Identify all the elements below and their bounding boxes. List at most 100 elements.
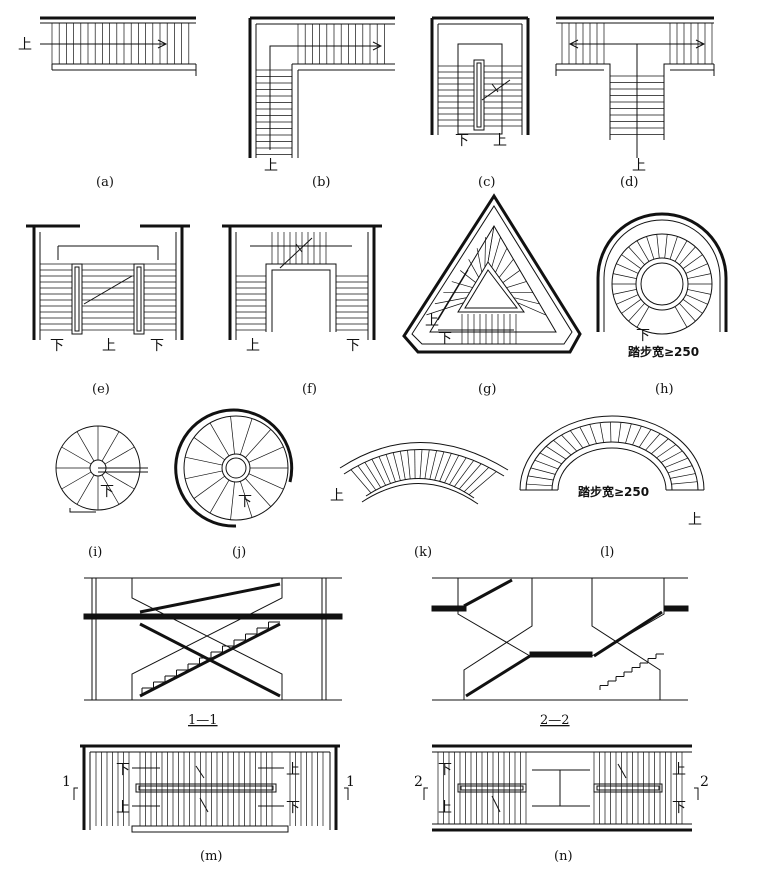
tread-line <box>434 451 445 481</box>
caption-l: (l) <box>600 545 614 560</box>
plan-n-scissor-stair: 下 上 上 下 2 2 (n) <box>414 744 709 864</box>
tread-line <box>209 422 230 457</box>
label-up-k: 上 <box>330 488 344 504</box>
tread-line <box>656 234 660 259</box>
plan-g-triangular-stair: 上 下 (g) <box>402 193 582 397</box>
tread-line <box>248 446 284 463</box>
caption-n: (n) <box>554 849 573 864</box>
label-up-m-bottom: 上 <box>116 800 130 816</box>
label-up-m-top: 上 <box>286 762 300 778</box>
caption-b: (b) <box>312 175 330 190</box>
treads-i <box>56 426 140 510</box>
label-section-1-1: 1—1 <box>188 713 218 728</box>
tread-line <box>434 297 467 305</box>
tread-line <box>499 259 514 278</box>
tread-line <box>667 465 693 474</box>
treads-j <box>185 416 288 520</box>
section-1-1-scissor-stair: 1—1 <box>83 577 343 728</box>
label-down-n-bottom: 下 <box>672 800 686 816</box>
tread-line <box>491 237 501 268</box>
tread-line <box>664 234 668 259</box>
tread-line <box>239 418 253 455</box>
tread-line <box>685 263 708 274</box>
section-mark-1-right: 1 <box>346 774 355 790</box>
tread-line <box>239 481 253 518</box>
label-up-e: 上 <box>102 338 116 354</box>
plan-c-double-flight-stair: 下 上 (c) <box>430 16 530 190</box>
tread-line <box>636 240 650 262</box>
tread-line <box>674 306 688 328</box>
tread-line <box>424 449 430 479</box>
tread-line <box>518 302 546 316</box>
tread-line <box>646 236 655 260</box>
treads-h <box>612 234 712 328</box>
label-down-g: 下 <box>438 331 452 347</box>
tread-line <box>589 424 597 444</box>
tread-line <box>599 422 604 443</box>
label-up-g: 上 <box>425 313 439 329</box>
label-tread-width-l: 踏步宽≥250 <box>578 484 649 499</box>
tread-line <box>419 449 423 479</box>
tread-line <box>392 452 401 481</box>
tread-line <box>660 450 683 463</box>
tread-line <box>530 467 556 475</box>
plan-k-curved-stair: 上 (k) <box>330 442 509 560</box>
tread-line <box>636 306 650 328</box>
tread-line <box>526 483 553 487</box>
label-down-e-left: 下 <box>50 338 64 354</box>
tread-line <box>429 450 437 480</box>
tread-line <box>628 246 645 265</box>
tread-line <box>553 439 572 456</box>
tread-line <box>454 460 475 487</box>
label-up-n-bottom: 上 <box>438 800 452 816</box>
tread-line <box>139 582 281 614</box>
tread-line <box>632 425 642 446</box>
plan-m-scissor-stair: 下 上 上 下 1 1 (m) <box>62 744 355 864</box>
label-up-f: 上 <box>246 338 260 354</box>
label-down-f: 下 <box>346 338 360 354</box>
treads-b <box>256 24 385 155</box>
label-up-n-top: 上 <box>672 762 686 778</box>
plan-a-straight-stair: 上 (a) <box>18 16 197 190</box>
treads-k <box>350 449 497 495</box>
label-section-2-2: 2—2 <box>540 713 570 728</box>
caption-a: (a) <box>96 175 114 190</box>
tread-line <box>561 434 577 452</box>
label-up-a: 上 <box>18 37 32 53</box>
tread-line <box>465 654 531 698</box>
caption-m: (m) <box>200 849 222 864</box>
tread-line <box>451 281 473 288</box>
treads-f <box>236 232 368 331</box>
tread-line <box>104 471 135 490</box>
tread-line <box>570 430 584 449</box>
tread-line <box>613 289 637 295</box>
plan-d-t-shaped-stair: 上 (d) <box>555 16 715 190</box>
label-up-c: 上 <box>493 133 507 149</box>
tread-line <box>484 237 486 268</box>
treads-e <box>40 263 176 331</box>
tread-line <box>638 429 652 448</box>
tread-line <box>104 446 135 465</box>
label-up-d: 上 <box>632 158 646 174</box>
tread-line <box>539 452 562 465</box>
tread-line <box>385 454 396 482</box>
tread-line <box>76 474 95 505</box>
tread-line <box>185 470 223 480</box>
caption-h: (h) <box>655 382 674 397</box>
tread-line <box>495 248 508 273</box>
tread-line <box>617 422 622 443</box>
tread-line <box>460 270 476 283</box>
tread-line <box>506 281 527 288</box>
tread-line <box>230 416 235 455</box>
tread-line <box>230 481 235 520</box>
section-2-2-scissor-stair: 2—2 <box>431 577 689 728</box>
tread-line <box>645 433 661 451</box>
tread-line <box>101 431 120 462</box>
tread-line <box>670 473 696 479</box>
tread-line <box>679 303 696 322</box>
tread-line <box>616 294 639 305</box>
tread-line <box>248 473 284 490</box>
plan-j-spiral-stair: 下 (j) <box>174 408 294 560</box>
tread-line <box>357 465 377 491</box>
tread-line <box>579 426 590 446</box>
